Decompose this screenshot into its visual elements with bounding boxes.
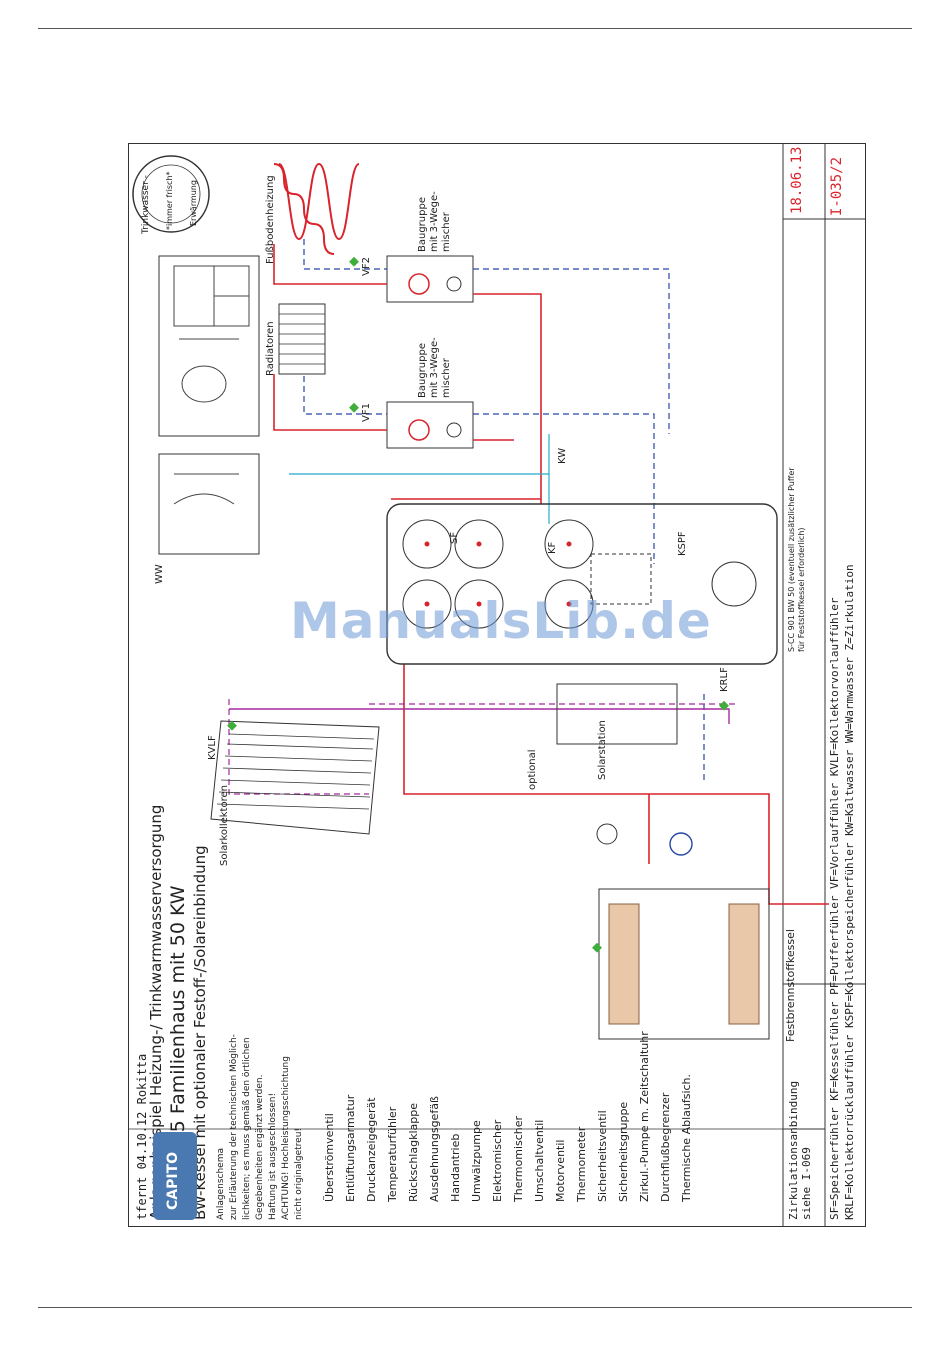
bathroom-box — [158, 453, 260, 555]
label-baugruppe-1: Baugruppe mit 3-Wege- mischer — [417, 337, 453, 398]
legend-item: Elektromischer — [491, 1119, 504, 1202]
legend-item: Rückschlagklappe — [407, 1103, 420, 1202]
label-krlf: KRLF — [719, 667, 730, 692]
note-line: Haftung ist ausgeschlossen! — [268, 1092, 278, 1220]
label-line: mischer — [441, 212, 452, 252]
footer-abbreviations: SF=Speicherfühler KF=Kesselfühler PF=Puf… — [827, 564, 857, 1220]
legend-item: Entlüftungsarmatur — [344, 1094, 357, 1202]
legend-item: Ausdehnungsgefäß — [428, 1096, 441, 1202]
label-line: S-CC 901 BW 50 (eventuell zusätzlicher P… — [787, 467, 796, 652]
footer-docno: I-035/2 — [829, 156, 845, 216]
label-ww: WW — [154, 564, 165, 584]
label-line: mit 3-Wege- — [429, 191, 440, 252]
stamp-text-mid: *immer frisch* — [165, 171, 174, 230]
label-vf2: VF2 — [361, 257, 372, 276]
label-kvlf: KVLF — [207, 735, 218, 760]
stamp — [132, 155, 210, 233]
label-line: Baugruppe — [417, 343, 428, 398]
capito-logo-box: CAPITO — [153, 1132, 197, 1220]
legend: Überströmventil Entlüftungsarmatur Druck… — [319, 1031, 697, 1202]
legend-item: Zirkul.-Pumpe m. Zeitschaltuhr — [638, 1031, 651, 1202]
label-solarkollektoren: Solarkollektoren — [219, 785, 230, 866]
label-vf1: VF1 — [361, 403, 372, 422]
legend-item: Umschaltventil — [533, 1119, 546, 1202]
note-line: nicht originalgetreu! — [294, 1127, 304, 1220]
solar-station-box — [556, 683, 678, 745]
label-festbrennstoffkessel: Festbrennstoffkessel — [784, 929, 797, 1042]
label-optional: optional — [527, 749, 538, 790]
label-fussboden: Fußbodenheizung — [265, 175, 276, 264]
legend-item: Thermische Ablaufsich. — [680, 1073, 693, 1202]
stamp-text-top: Trinkwasser - — [141, 175, 151, 234]
note-line: zur Erläuterung der technischen Möglich- — [229, 1034, 239, 1220]
label-baugruppe-2: Baugruppe mit 3-Wege- mischer — [417, 191, 453, 252]
footer-line: SF=Speicherfühler KF=Kesselfühler PF=Puf… — [828, 597, 841, 1220]
label-radiatoren: Radiatoren — [265, 321, 276, 376]
legend-item: Durchflußbegrenzer — [659, 1092, 672, 1202]
living-room-box — [158, 255, 260, 437]
legend-item: Thermomischer — [512, 1115, 525, 1202]
label-line: Baugruppe — [417, 197, 428, 252]
label-sf: SF — [449, 531, 460, 544]
bottom-rule — [38, 1307, 912, 1308]
note-line: ACHTUNG! Hochleistungsschichtung — [281, 1056, 291, 1220]
notes: Anlagenschema zur Erläuterung der techni… — [215, 1034, 306, 1220]
footer-line: KRLF=Kollektorrücklauffühler KSPF=Kollek… — [843, 564, 856, 1220]
legend-item: Sicherheitsgruppe — [617, 1101, 630, 1202]
storage-tank — [386, 503, 778, 665]
solar-collector — [210, 720, 380, 835]
legend-item: Sicherheitsventil — [596, 1110, 609, 1202]
legend-item: Umwälzpumpe — [470, 1120, 483, 1202]
schematic-sheet: tfernt 04.10.12 Rokitta Anlagenbeispiel … — [128, 143, 866, 1227]
mixer-group-vf1 — [386, 401, 474, 449]
label-line: mit 3-Wege- — [429, 337, 440, 398]
footer-line: Zirkulationsanbindung — [787, 1080, 800, 1220]
label-line: mischer — [441, 358, 452, 398]
label-line: für Feststoffkessel erforderlich) — [797, 527, 806, 652]
label-kw: KW — [557, 447, 568, 464]
mixer-group-vf2 — [386, 255, 474, 303]
stamp-text-bot: Erwärmung — [189, 180, 198, 226]
legend-item: Temperaturfühler — [386, 1106, 399, 1202]
solid-fuel-boiler — [598, 888, 770, 1040]
label-kspf: KSPF — [677, 531, 688, 556]
legend-item: Handantrieb — [449, 1133, 462, 1202]
top-rule — [38, 28, 912, 29]
footer-line: siehe I-069 — [800, 1147, 813, 1220]
footer-zirk: Zirkulationsanbindung siehe I-069 — [787, 1081, 813, 1220]
capito-logo-text: CAPITO — [165, 1151, 181, 1210]
legend-item: Druckanzeigegerät — [365, 1097, 378, 1202]
legend-item: Thermometer — [575, 1126, 588, 1202]
watermark: ManualsLib.de — [290, 592, 712, 650]
note-line: lichkeiten; es muss gemäß den örtlichen — [242, 1037, 252, 1220]
note-line: Anlagenschema — [216, 1148, 226, 1220]
label-kf: KF — [547, 541, 558, 554]
footer-date: 18.06.13 — [789, 146, 805, 214]
legend-item: Überströmventil — [323, 1113, 336, 1202]
label-tank: S-CC 901 BW 50 (eventuell zusätzlicher P… — [787, 467, 807, 652]
legend-item: Motorventil — [554, 1139, 567, 1202]
note-line: Gegebenheiten ergänzt werden. — [255, 1074, 265, 1220]
label-solarstation: Solarstation — [597, 720, 608, 780]
schematic-drawing — [129, 144, 865, 1226]
